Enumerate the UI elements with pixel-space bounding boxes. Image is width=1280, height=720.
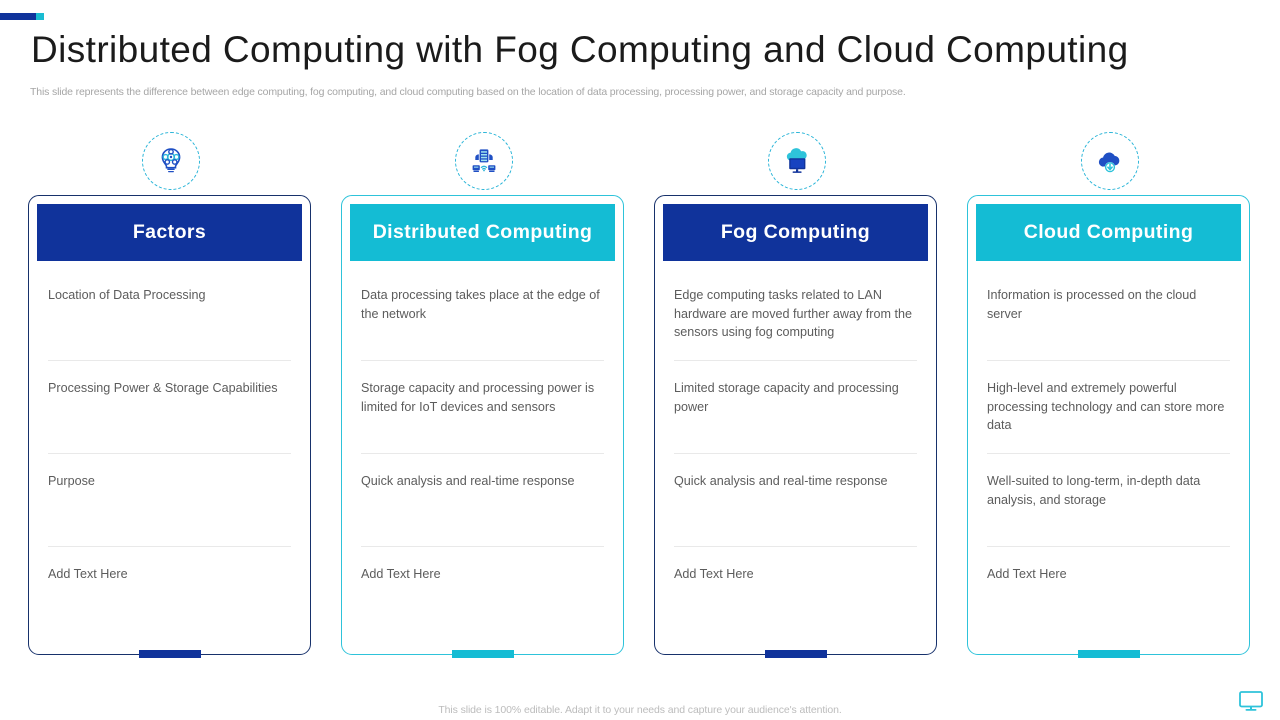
card-body-cloud-computing: Information is processed on the cloud se… [987, 268, 1230, 648]
table-row: Well-suited to long-term, in-depth data … [987, 454, 1230, 547]
table-row: Purpose [48, 454, 291, 547]
lightbulb-gears-icon [141, 132, 200, 190]
table-row: Quick analysis and real-time response [674, 454, 917, 547]
server-network-icon [454, 132, 513, 190]
monitor-icon [1236, 688, 1266, 714]
table-row: Processing Power & Storage Capabilities [48, 361, 291, 454]
table-row: High-level and extremely powerful proces… [987, 361, 1230, 454]
top-left-accent-bar [0, 13, 42, 20]
column-distributed-computing: Distributed Computing Data processing ta… [341, 132, 626, 660]
table-row: Location of Data Processing [48, 268, 291, 361]
card-cloud-computing: Cloud Computing Information is processed… [967, 195, 1250, 658]
card-foot-accent [1077, 650, 1140, 658]
card-factors: Factors Location of Data Processing Proc… [28, 195, 311, 658]
column-fog-computing: Fog Computing Edge computing tasks relat… [654, 132, 939, 660]
page-title: Distributed Computing with Fog Computing… [31, 29, 1129, 70]
table-row: Information is processed on the cloud se… [987, 268, 1230, 361]
card-foot-accent [138, 650, 201, 658]
card-header-distributed-computing: Distributed Computing [350, 204, 615, 261]
card-fog-computing: Fog Computing Edge computing tasks relat… [654, 195, 937, 658]
card-body-distributed-computing: Data processing takes place at the edge … [361, 268, 604, 648]
card-body-fog-computing: Edge computing tasks related to LAN hard… [674, 268, 917, 648]
card-distributed-computing: Distributed Computing Data processing ta… [341, 195, 624, 658]
cloud-download-icon [1080, 132, 1139, 190]
table-row[interactable]: Add Text Here [361, 567, 441, 581]
table-row[interactable]: Add Text Here [987, 567, 1067, 581]
comparison-columns: Factors Location of Data Processing Proc… [28, 132, 1252, 660]
card-header-cloud-computing: Cloud Computing [976, 204, 1241, 261]
column-factors: Factors Location of Data Processing Proc… [28, 132, 313, 660]
page-subtitle: This slide represents the difference bet… [30, 86, 906, 98]
card-foot-accent [764, 650, 827, 658]
table-row: Data processing takes place at the edge … [361, 268, 604, 361]
card-foot-accent [451, 650, 514, 658]
card-header-factors: Factors [37, 204, 302, 261]
table-row: Limited storage capacity and processing … [674, 361, 917, 454]
table-row: Storage capacity and processing power is… [361, 361, 604, 454]
table-row[interactable]: Add Text Here [48, 567, 128, 581]
cloud-monitor-icon [767, 132, 826, 190]
top-left-accent-tip [36, 13, 44, 20]
column-cloud-computing: Cloud Computing Information is processed… [967, 132, 1252, 660]
card-header-fog-computing: Fog Computing [663, 204, 928, 261]
table-row: Quick analysis and real-time response [361, 454, 604, 547]
footer-note: This slide is 100% editable. Adapt it to… [438, 704, 842, 716]
table-row[interactable]: Add Text Here [674, 567, 754, 581]
table-row: Edge computing tasks related to LAN hard… [674, 268, 917, 361]
card-body-factors: Location of Data Processing Processing P… [48, 268, 291, 648]
